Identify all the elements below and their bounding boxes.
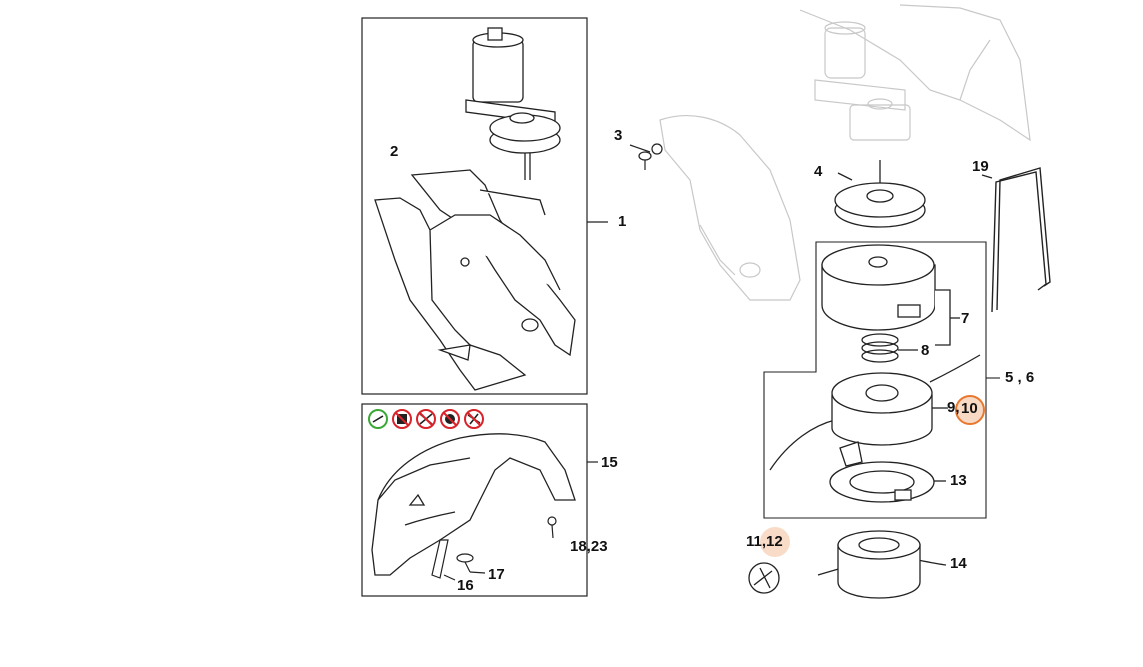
label-part-12: 12 [766, 533, 783, 550]
cutting-head-group [763, 241, 1000, 519]
label-part-16: 16 [457, 577, 474, 594]
no-cutting-blade-icon [464, 409, 484, 429]
screw-part-3 [629, 143, 663, 170]
label-part-4: 4 [814, 163, 823, 180]
highlight-part-10 [955, 395, 985, 425]
safety-icons [368, 409, 484, 429]
label-part-5-6: 5 , 6 [1005, 369, 1035, 386]
part-15-group [361, 403, 598, 597]
wrench-ok-icon [368, 409, 388, 429]
screw-part-18-23 [547, 516, 557, 539]
housing-shell [374, 169, 576, 391]
highlight-part-12 [760, 527, 790, 557]
label-part-1: 1 [618, 213, 627, 230]
no-saw-blade-icon [392, 409, 412, 429]
no-metal-blade-icon [440, 409, 460, 429]
screw-part-17 [456, 553, 486, 574]
spring-part-8 [861, 333, 918, 363]
label-part-3: 3 [614, 127, 623, 144]
label-part-8: 8 [921, 342, 930, 359]
guard-part-15 [371, 433, 576, 576]
label-part-17: 17 [488, 566, 505, 583]
spool-part-9-10 [769, 354, 981, 471]
label-part-18-23: 18,23 [570, 538, 608, 555]
label-part-10: 10 [961, 400, 978, 417]
motor-assembly [465, 27, 561, 180]
no-brush-blade-icon [416, 409, 436, 429]
label-part-2: 2 [390, 143, 399, 160]
part-1-group [361, 17, 608, 395]
label-part-9: 9, [947, 399, 960, 416]
wire-bail-part-19 [981, 167, 1051, 313]
label-part-14: 14 [950, 555, 967, 572]
replacement-spool-part-14 [817, 530, 947, 599]
drive-plate-part-4 [834, 160, 926, 228]
label-part-15: 15 [601, 454, 618, 471]
label-part-7: 7 [961, 310, 970, 327]
label-part-13: 13 [950, 472, 967, 489]
ghost-housing [659, 4, 1031, 301]
base-part-13 [829, 441, 946, 503]
line-trimmer-icon [748, 562, 780, 594]
label-part-19: 19 [972, 158, 989, 175]
label-part-11: 11, [746, 533, 767, 550]
clip-part-16 [431, 539, 456, 581]
spool-cover-part-7 [821, 244, 960, 346]
